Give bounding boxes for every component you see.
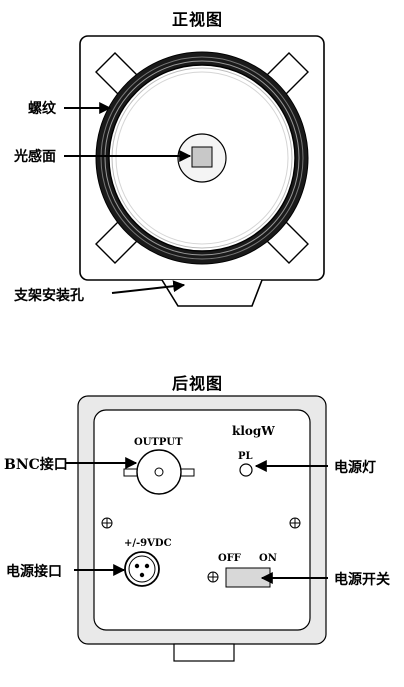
sensor-label: 光感面: [14, 149, 56, 165]
thread-label: 螺纹: [28, 101, 56, 117]
pl-label: PL: [238, 451, 253, 462]
power-switch-label: 电源开关: [334, 572, 390, 588]
rear-view: [66, 395, 328, 662]
front-view-title: 正视图: [172, 10, 224, 29]
power-spec-label: +/-9VDC: [124, 538, 172, 549]
off-label: OFF: [218, 553, 241, 564]
mount-hole-arrow: [111, 280, 186, 294]
output-label: OUTPUT: [134, 437, 183, 448]
power-connector: [124, 551, 160, 587]
front-view: [64, 35, 325, 307]
brand-label: klogW: [232, 424, 275, 438]
rear-bottom-tab: [173, 643, 235, 662]
screw-icon: [101, 517, 301, 583]
rear-view-title: 后视图: [172, 374, 224, 393]
bnc-connector: [123, 449, 195, 495]
mount-hole-label: 支架安装孔: [14, 288, 84, 304]
mount-hole-tab: [161, 279, 263, 307]
on-label: ON: [259, 553, 277, 564]
rear-panel: [93, 409, 311, 631]
power-light-label: 电源灯: [334, 460, 376, 476]
power-light: [239, 463, 253, 477]
sensor-square: [191, 146, 213, 168]
bnc-label: BNC接口: [4, 457, 68, 473]
power-port-label: 电源接口: [6, 564, 62, 580]
